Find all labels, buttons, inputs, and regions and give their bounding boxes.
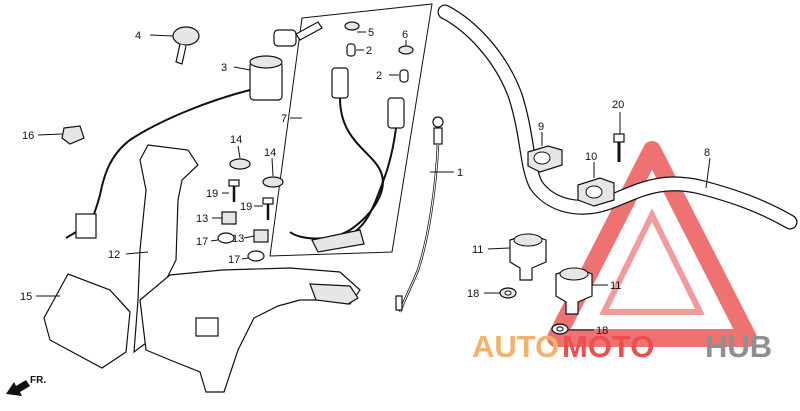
callout-14-b: 14 bbox=[264, 147, 276, 159]
callout-8: 8 bbox=[704, 147, 710, 159]
callout-19-a: 19 bbox=[206, 188, 218, 200]
bolt bbox=[613, 133, 625, 162]
handlebar bbox=[437, 4, 798, 230]
clip bbox=[61, 125, 85, 145]
callout-11-b: 11 bbox=[610, 280, 621, 292]
nut-a bbox=[499, 287, 517, 299]
screw-a bbox=[228, 179, 240, 202]
callout-16: 16 bbox=[22, 130, 34, 142]
callout-13-a: 13 bbox=[196, 213, 208, 225]
callout-9: 9 bbox=[538, 121, 544, 133]
callout-15: 15 bbox=[20, 291, 32, 303]
callout-18-b: 18 bbox=[596, 325, 608, 337]
callout-18-a: 18 bbox=[467, 288, 479, 300]
lower-holder-b bbox=[555, 267, 593, 315]
screw-b bbox=[262, 197, 274, 220]
watermark-hub: HUB bbox=[705, 329, 772, 364]
callout-4: 4 bbox=[135, 30, 141, 42]
callout-11-a: 11 bbox=[472, 244, 483, 256]
wiring-box-frame bbox=[269, 3, 433, 257]
leader-lines bbox=[36, 31, 711, 331]
callout-5: 5 bbox=[368, 27, 374, 39]
nut-13b bbox=[253, 229, 269, 243]
callout-labels: 4 5 2 6 2 3 7 16 14 14 19 19 13 13 17 17… bbox=[20, 27, 710, 337]
front-label: FR. bbox=[30, 375, 46, 386]
watermark-auto: AUTO bbox=[472, 329, 559, 364]
callout-20: 20 bbox=[612, 99, 624, 111]
front-arrow-icon: FR. bbox=[6, 375, 46, 396]
collar-a bbox=[217, 232, 235, 244]
ignition-switch bbox=[65, 21, 323, 239]
callout-10: 10 bbox=[585, 151, 597, 163]
callout-7: 7 bbox=[281, 113, 287, 125]
nut-13a bbox=[221, 211, 237, 225]
callout-19-b: 19 bbox=[240, 201, 252, 213]
callout-17-a: 17 bbox=[196, 236, 208, 248]
callout-14-a: 14 bbox=[230, 134, 242, 146]
callout-3: 3 bbox=[221, 62, 227, 74]
collar-b bbox=[247, 250, 265, 262]
key bbox=[172, 26, 200, 65]
watermark: AUTO MOTO HUB bbox=[472, 329, 772, 364]
upper-holder bbox=[527, 145, 563, 173]
callout-6: 6 bbox=[402, 29, 408, 41]
nut-b bbox=[551, 323, 569, 335]
upper-holder-b bbox=[577, 177, 615, 207]
lower-holder-a bbox=[509, 233, 547, 281]
grommet-b bbox=[262, 176, 284, 188]
callout-1: 1 bbox=[457, 167, 463, 179]
callout-2-lower: 2 bbox=[376, 70, 382, 82]
grommet-a bbox=[229, 158, 251, 170]
watermark-moto: MOTO bbox=[562, 329, 654, 364]
callout-2-upper: 2 bbox=[366, 45, 372, 57]
callout-12: 12 bbox=[108, 249, 120, 261]
callout-17-b: 17 bbox=[228, 254, 240, 266]
headlight-case bbox=[133, 144, 361, 393]
meter-cover bbox=[43, 273, 131, 369]
cable bbox=[395, 116, 444, 313]
callout-13-b: 13 bbox=[232, 233, 244, 245]
watermark-triangle-icon bbox=[547, 141, 757, 347]
indicator-sockets bbox=[289, 21, 414, 253]
